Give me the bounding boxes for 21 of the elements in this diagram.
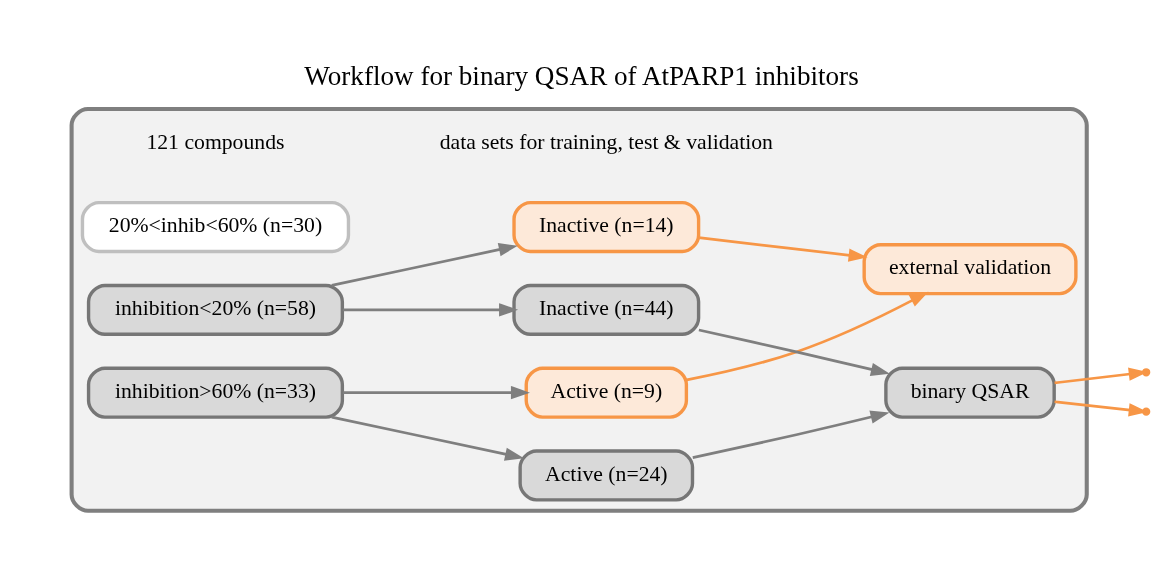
node-box: Active (n=9) <box>524 366 689 419</box>
node-box: external validation <box>862 242 1078 295</box>
node-box: Inactive (n=14) <box>512 200 701 253</box>
label: data sets for training, test & validation <box>439 129 773 154</box>
arrow <box>698 235 868 262</box>
cluster <box>69 106 1089 513</box>
arrow <box>331 242 518 287</box>
arrow <box>686 291 929 381</box>
label: 121 compounds <box>146 129 285 154</box>
arrow <box>692 410 890 459</box>
node-box: Inactive (n=44) <box>512 283 701 336</box>
node-box: 20%<inhib<60% (n=30) <box>80 200 351 253</box>
node-box: Active (n=24) <box>518 448 695 502</box>
arrow <box>342 385 530 399</box>
arrow <box>698 328 890 376</box>
node-box: inhibition>60% (n=33) <box>86 366 345 419</box>
node-box: binary QSAR <box>884 366 1056 419</box>
diagram-title: Workflow for binary QSAR of AtPARP1 inhibitors <box>304 60 859 91</box>
arrow <box>342 302 519 316</box>
arrow <box>331 415 524 461</box>
node-box: inhibition<20% (n=58) <box>86 283 345 336</box>
